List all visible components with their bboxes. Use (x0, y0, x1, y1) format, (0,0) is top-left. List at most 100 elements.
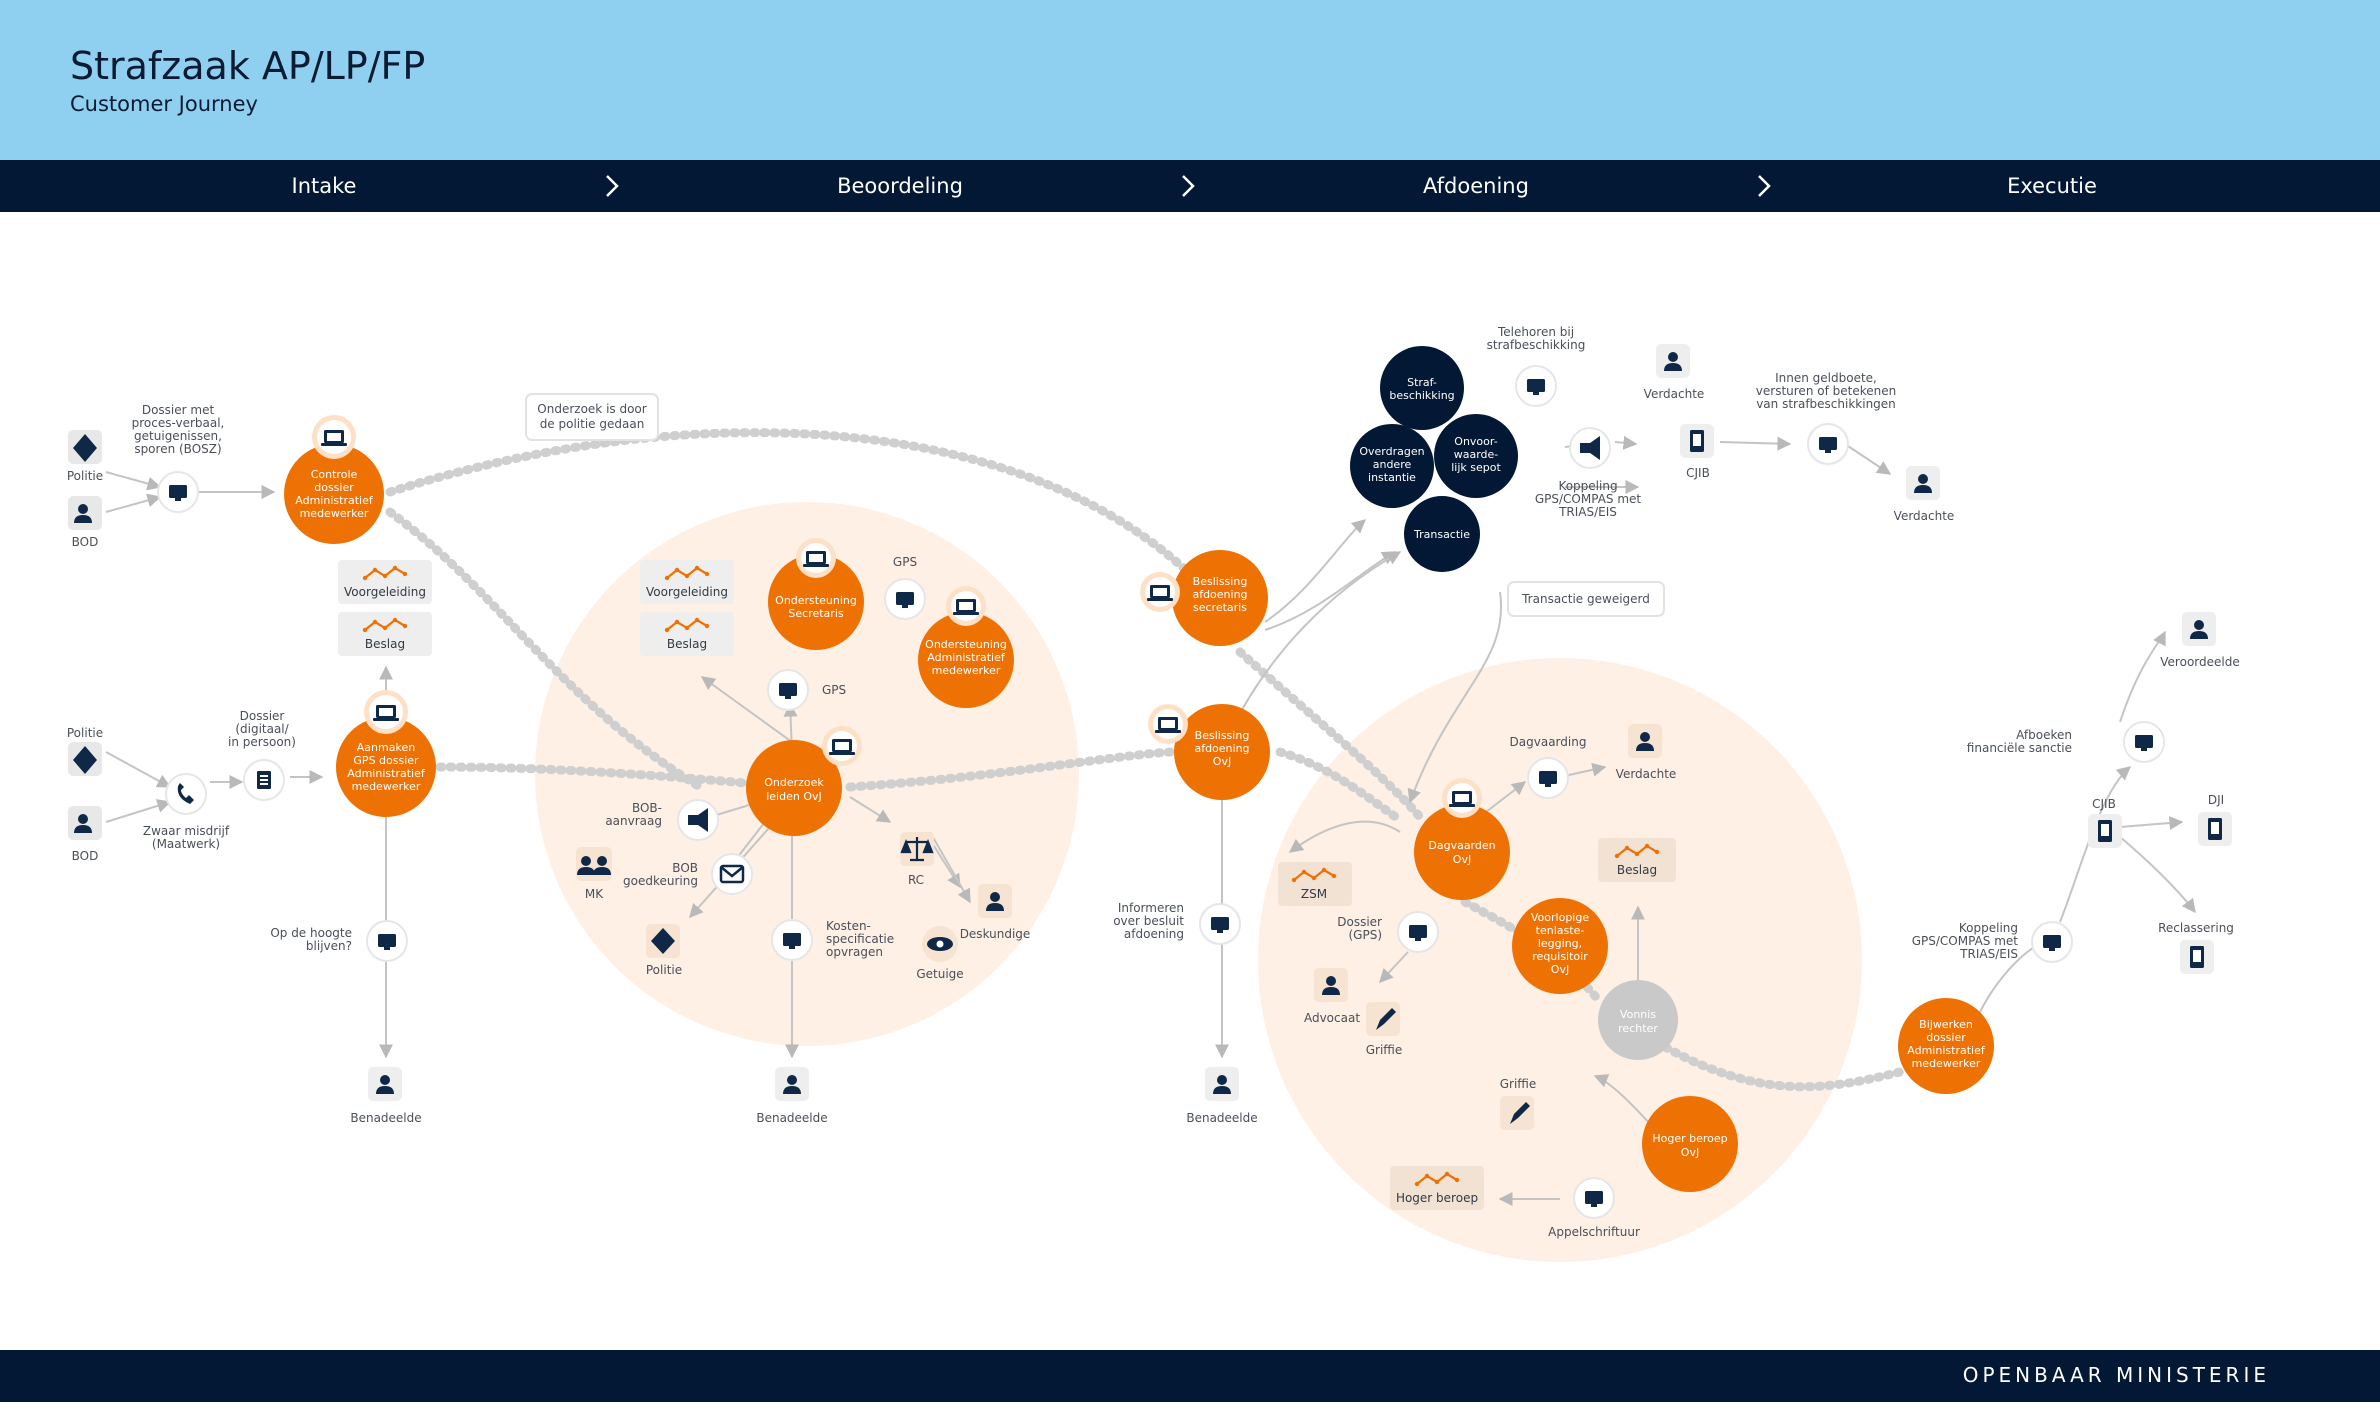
bijwerken-line-4: medewerker (1912, 1057, 1981, 1070)
strafbeschikking-node[interactable] (1380, 346, 1464, 430)
reclassering-label: Reclassering (2158, 921, 2234, 935)
zwaar-line-2: (Maatwerk) (152, 837, 220, 851)
voorgeleiding-card (338, 560, 432, 604)
vonnis-node[interactable] (1598, 980, 1678, 1060)
voorgeleiding-card (640, 560, 734, 604)
cjib-label-1: CJIB (1686, 466, 1710, 480)
controle-dossier-node[interactable] (284, 444, 384, 544)
mail-icon (719, 864, 745, 884)
zsm-label: ZSM (1301, 887, 1327, 901)
brand-logo-text: OPENBAAR MINISTERIE (1962, 1363, 2270, 1387)
zsm-card (1278, 862, 1352, 906)
beslag-label-3: Beslag (1617, 863, 1657, 877)
innen-line-2: versturen of betekenen (1756, 384, 1896, 398)
beslissing-ovj-line-2: afdoening (1194, 742, 1249, 755)
vonnis-line-2: rechter (1618, 1022, 1658, 1035)
voorlopige-line-4: requisitoir (1532, 950, 1588, 963)
koppeling-exec-line-3: TRIAS/EIS (1959, 947, 2018, 961)
bob-aanvraag-line-2: aanvraag (605, 814, 662, 828)
laptop-icon (1155, 717, 1181, 733)
controle-line-1: Controle (311, 468, 358, 481)
politie-label-2: Politie (67, 726, 103, 740)
sepot-line-1: Onvoor- (1454, 435, 1497, 448)
bijwerken-line-3: Administratief (1907, 1044, 1986, 1057)
ondersteuning-sec-line-1: Ondersteuning (775, 594, 857, 607)
hoger-beroep-card (1390, 1166, 1484, 1210)
dossier-note-line-3: getuigenissen, (134, 429, 222, 443)
beslag-card (640, 612, 734, 656)
ondersteuning-adm-node[interactable] (918, 612, 1014, 708)
koppeling-exec-line-2: GPS/COMPAS met (1912, 934, 2019, 948)
gps-label-1: GPS (893, 555, 917, 569)
ondersteuning-secretaris-node[interactable] (768, 554, 864, 650)
cjib-label-2: CJIB (2092, 797, 2116, 811)
aanmaken-dossier-node[interactable] (336, 717, 436, 817)
beslag-card (338, 612, 432, 656)
dagvaarding-note: Dagvaarding (1510, 735, 1587, 749)
onderzoek-ovj-node[interactable] (746, 740, 842, 836)
beslissing-secretaris-node[interactable] (1172, 550, 1268, 646)
transactie-node[interactable] (1404, 496, 1480, 572)
vonnis-line-1: Vonnis (1620, 1008, 1656, 1021)
megaphone-icon (688, 808, 708, 832)
bob-goedkeuring-line-2: goedkeuring (623, 874, 698, 888)
innen-line-3: van strafbeschikkingen (1756, 397, 1896, 411)
sepot-node[interactable] (1434, 414, 1518, 498)
voorgeleiding-label: Voorgeleiding (344, 585, 426, 599)
afboeken-line-2: financiële sanctie (1967, 741, 2072, 755)
bijwerken-dossier-node[interactable] (1898, 998, 1994, 1094)
hoger-beroep-ovj-node[interactable] (1642, 1096, 1738, 1192)
bob-goedkeuring-line-1: BOB (672, 861, 698, 875)
dossier-gps-line-2: (GPS) (1348, 928, 1382, 942)
benadeelde-label-3: Benadeelde (1186, 1111, 1257, 1125)
afboeken-line-1: Afboeken (2016, 728, 2072, 742)
griffie-label-1: Griffie (1366, 1043, 1403, 1057)
bob-aanvraag-line-1: BOB- (632, 801, 662, 815)
benadeelde-label: Benadeelde (350, 1111, 421, 1125)
controle-line-2: dossier (314, 481, 354, 494)
rechtbank-section: Dagvaarding Verdachte Dagvaarden OvJ ZSM… (1278, 724, 1738, 1239)
document-icon (257, 771, 271, 789)
voorlopige-node[interactable] (1512, 898, 1608, 994)
voorlopige-line-3: legging, (1538, 937, 1582, 950)
beslissing-ovj-node[interactable] (1174, 704, 1270, 800)
laptop-icon (373, 705, 399, 721)
verdachte-label-1: Verdachte (1644, 387, 1705, 401)
megaphone-icon (1580, 436, 1600, 460)
footer: OPENBAAR MINISTERIE (0, 1350, 2380, 1402)
overdragen-line-2: andere (1373, 458, 1412, 471)
mail-node (711, 853, 753, 895)
beslissing-sec-line-2: afdoening (1192, 588, 1247, 601)
informeren-line-1: Informeren (1118, 901, 1184, 915)
beoordeling-section: Onderzoek is door de politie gedaan Voor… (525, 393, 1031, 1125)
laptop-icon (803, 551, 829, 567)
advocaat-label: Advocaat (1304, 1011, 1360, 1025)
ondersteuning-adm-line-1: Ondersteuning (925, 638, 1007, 651)
veroordeelde-label: Veroordeelde (2160, 655, 2239, 669)
beslissing-sec-line-1: Beslissing (1193, 575, 1248, 588)
onderzoek-line-2: leiden OvJ (766, 790, 822, 803)
mk-label: MK (585, 887, 604, 901)
chevron-right-icon (1182, 175, 1195, 197)
hoger-beroep-ovj-line-1: Hoger beroep (1652, 1132, 1727, 1145)
deskundige-label: Deskundige (960, 927, 1031, 941)
callout-line-2: de politie gedaan (540, 417, 645, 431)
phase-afdoening: Afdoening (1423, 174, 1529, 198)
beslag-label: Beslag (365, 637, 405, 651)
dagvaarden-node[interactable] (1414, 804, 1510, 900)
koppeling-exec-line-1: Koppeling (1959, 921, 2018, 935)
dji-label: DJI (2208, 793, 2224, 807)
overdragen-node[interactable] (1350, 424, 1434, 508)
journey-diagram: Politie BOD Dossier met proces-verbaal, … (67, 325, 2240, 1262)
hoogte-line-2: blijven? (306, 939, 352, 953)
onderzoek-line-1: Onderzoek (764, 776, 824, 789)
beslissing-ovj-line-1: Beslissing (1195, 729, 1250, 742)
koppeling-line-2: GPS/COMPAS met (1535, 492, 1642, 506)
informeren-line-2: over besluit (1113, 914, 1184, 928)
phone-icon (177, 783, 194, 804)
overdragen-line-3: instantie (1368, 471, 1416, 484)
dossier-digitaal-line-1: Dossier (240, 709, 285, 723)
benadeelde-label-2: Benadeelde (756, 1111, 827, 1125)
informeren-line-3: afdoening (1124, 927, 1184, 941)
kosten-line-1: Kosten- (826, 919, 871, 933)
